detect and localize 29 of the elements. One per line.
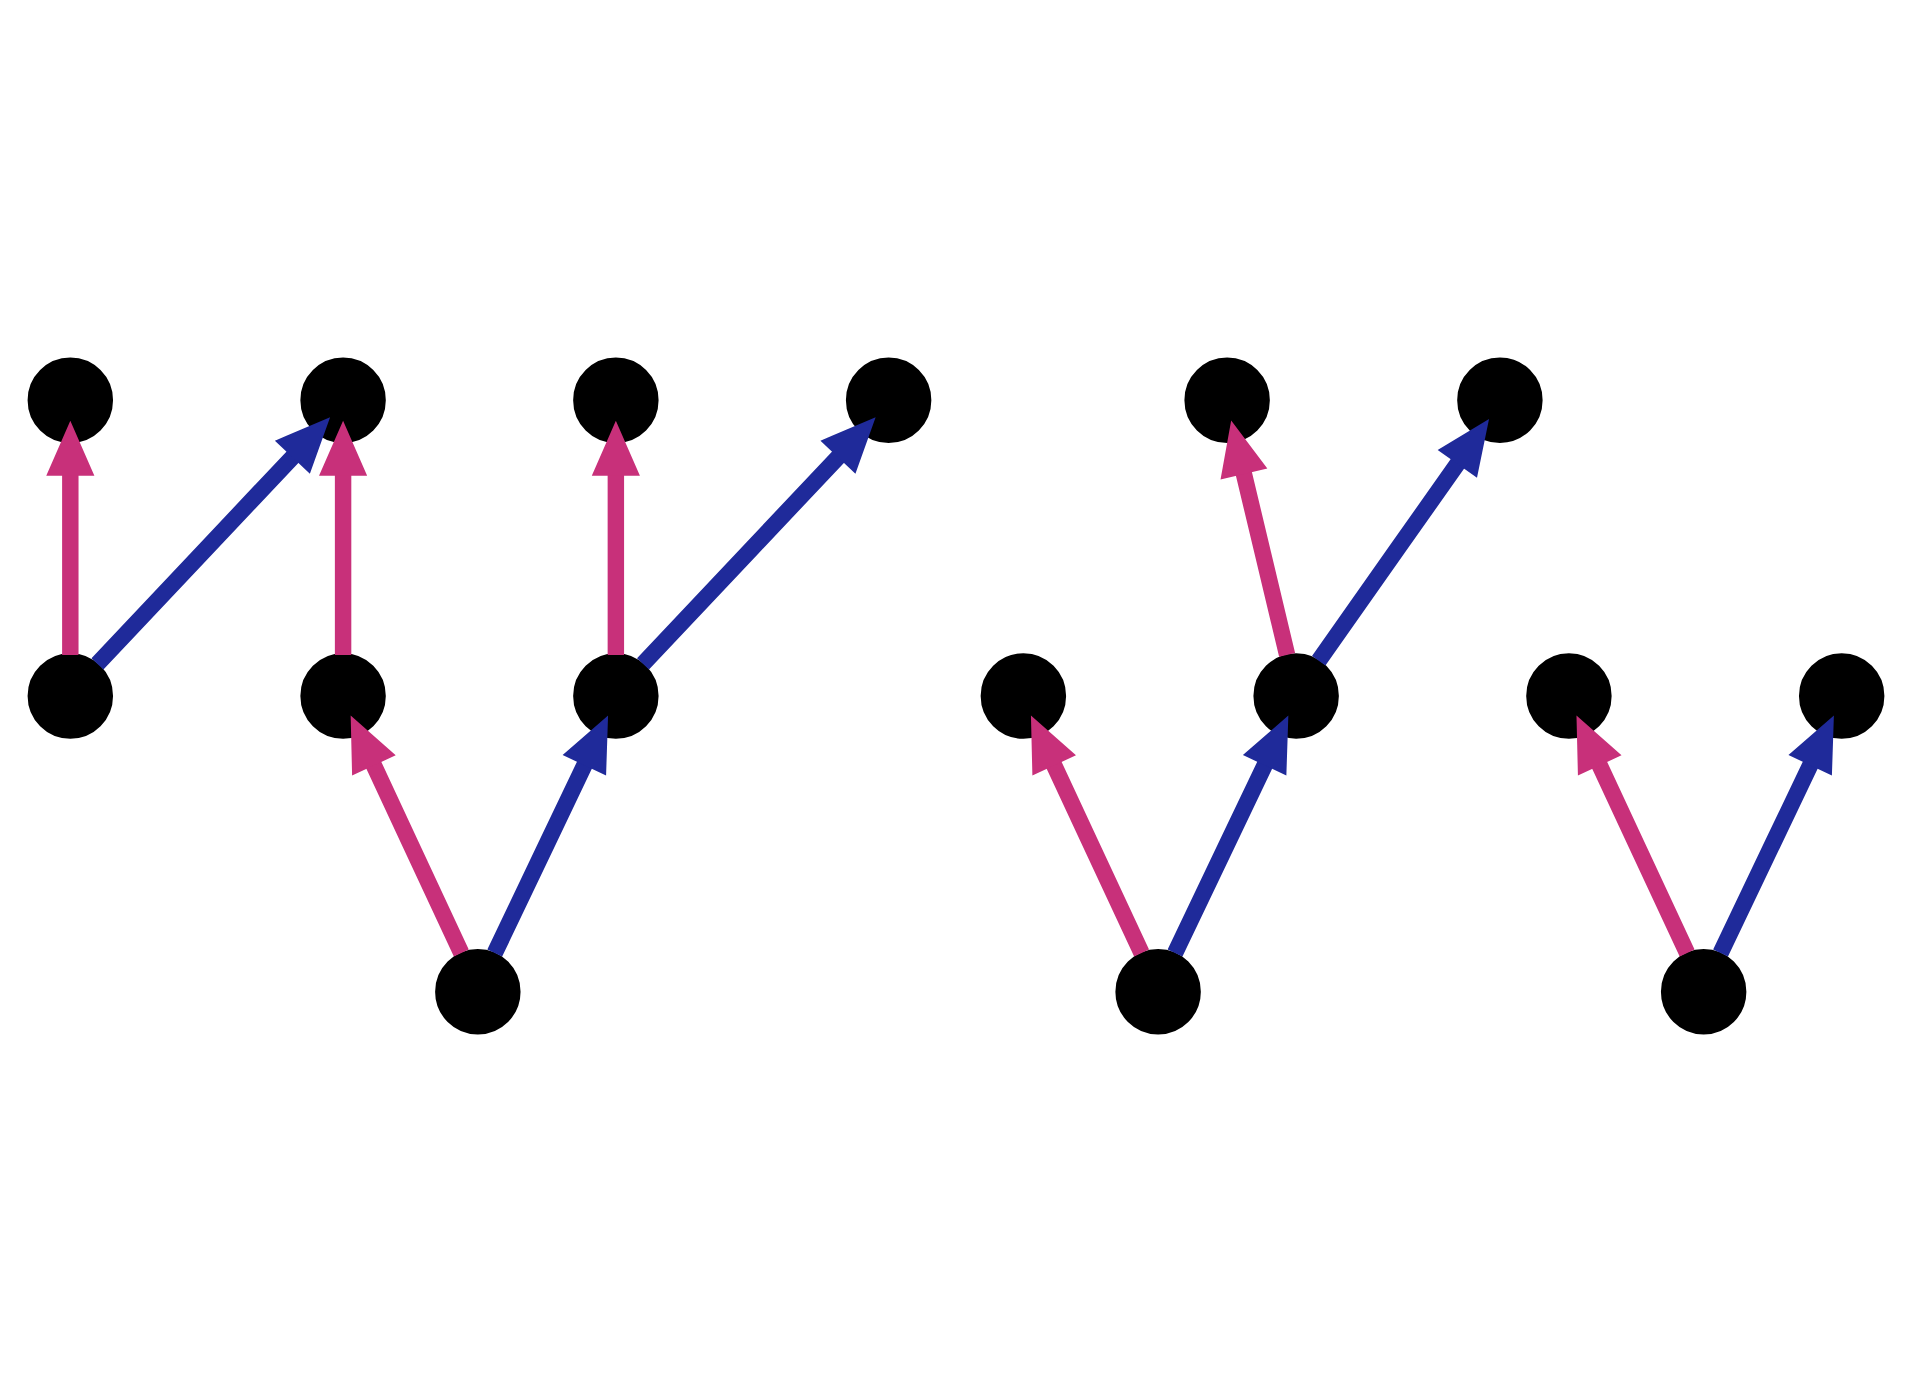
node-circle	[1184, 357, 1270, 443]
node-circle	[980, 653, 1067, 739]
node-circle	[1798, 653, 1885, 739]
arrow	[591, 420, 640, 655]
node-circle	[573, 653, 659, 739]
arrow	[91, 417, 331, 670]
node-circle	[300, 357, 386, 443]
node-circle	[1253, 653, 1339, 739]
arrow	[1220, 420, 1296, 657]
node-circle	[300, 653, 386, 739]
arrow	[1167, 715, 1289, 957]
node-circle	[27, 653, 114, 739]
arrow	[1713, 715, 1834, 957]
arrow	[350, 715, 469, 957]
node-circle	[27, 357, 114, 443]
arrow	[319, 420, 368, 655]
arrow	[637, 417, 876, 670]
node-circle	[1526, 653, 1612, 739]
arrow	[1576, 715, 1695, 957]
arrow	[46, 420, 95, 655]
node-circle	[1457, 357, 1543, 443]
node-circle	[1115, 949, 1201, 1035]
arrow	[487, 715, 609, 957]
node-circle	[1660, 949, 1747, 1035]
node-circle	[435, 949, 521, 1035]
arrow	[1312, 418, 1490, 666]
node-circle	[845, 357, 932, 443]
node-circle	[573, 357, 659, 443]
arrow	[1030, 715, 1150, 957]
